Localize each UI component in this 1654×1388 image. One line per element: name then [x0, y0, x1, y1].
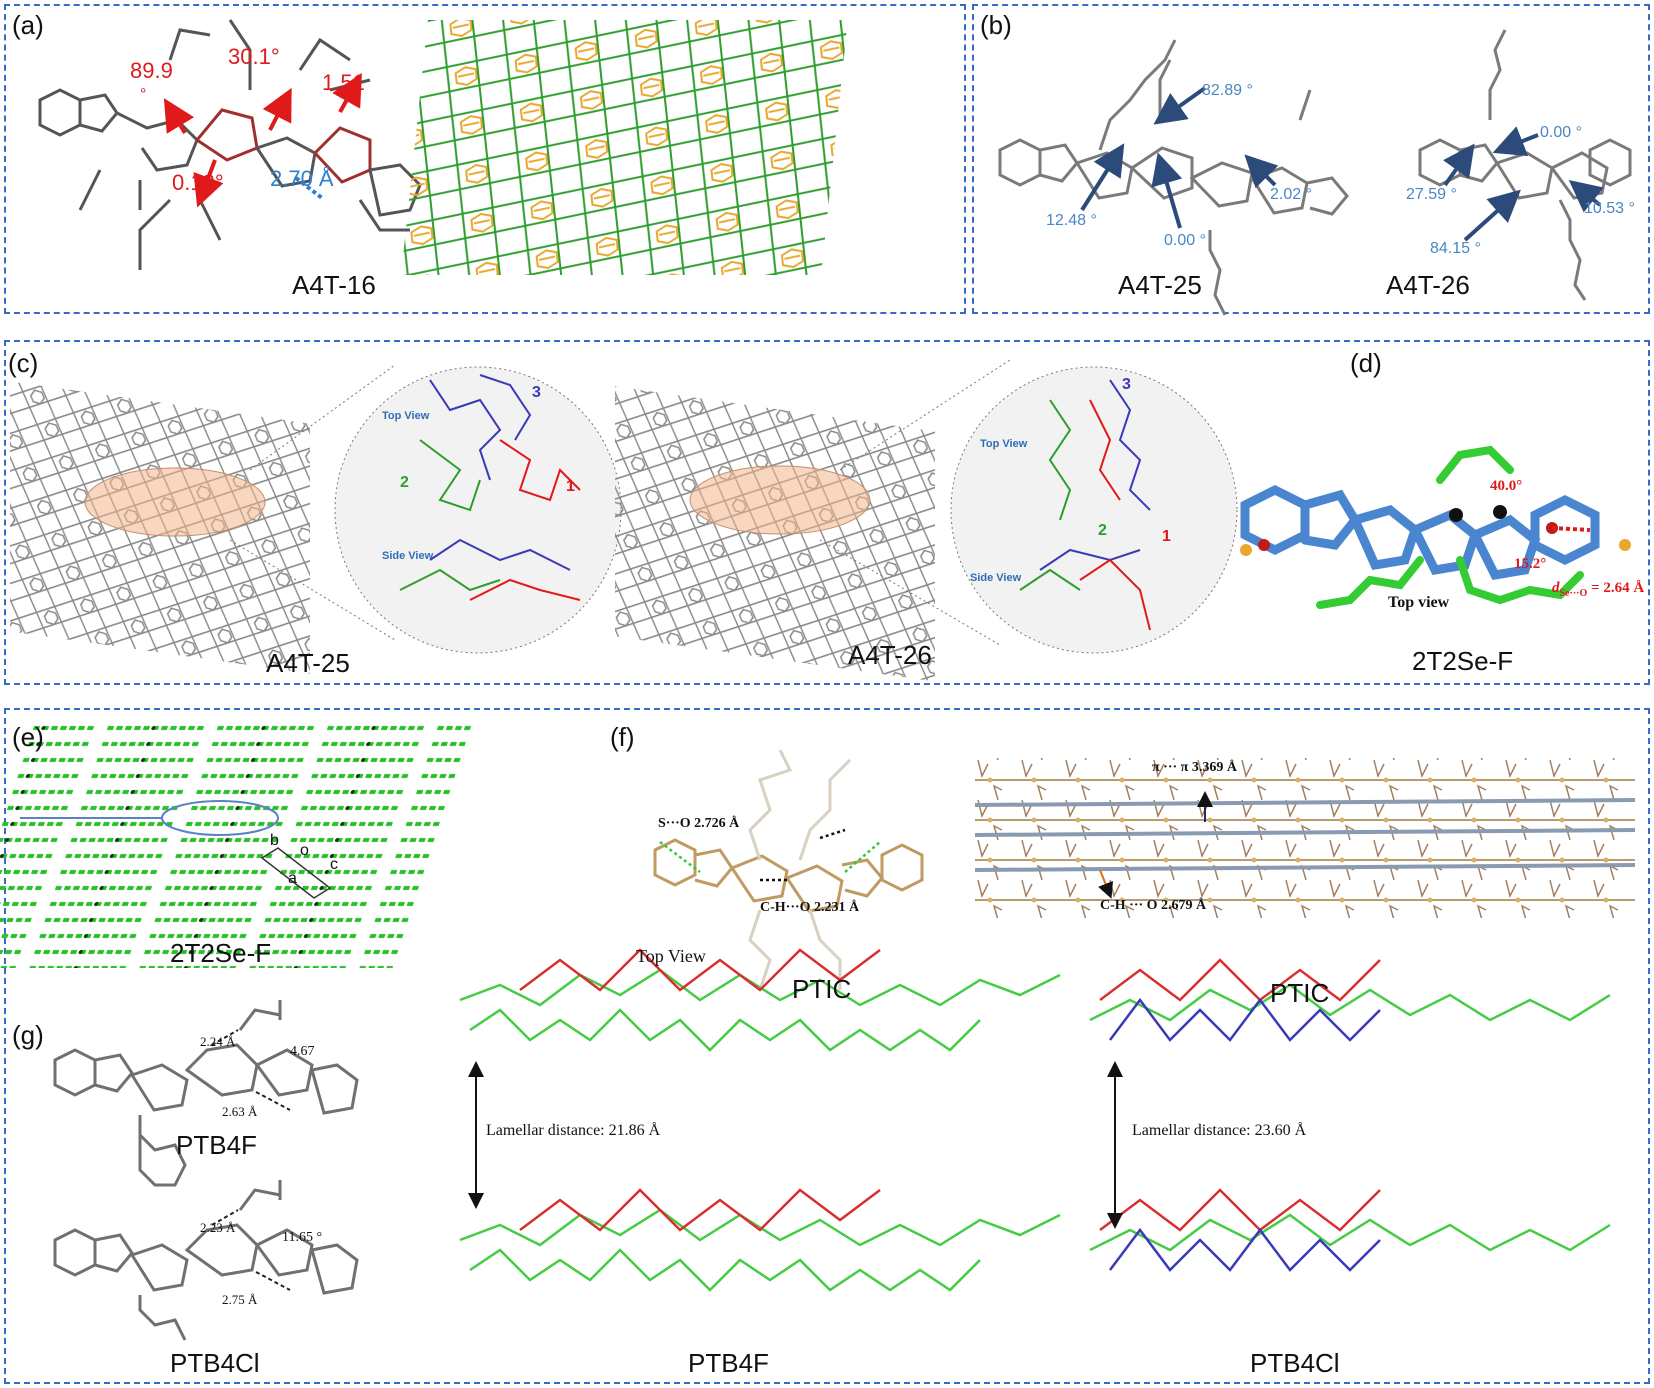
- panel-g-label: (g): [12, 1020, 44, 1050]
- a4t26-highlight: [689, 465, 871, 535]
- panel-cd: [4, 340, 1650, 685]
- ptb4cl-angle: 11.65 °: [282, 1230, 323, 1245]
- 2t2sef-top-view: Top view: [1388, 594, 1450, 611]
- s-o-distance: S···O 2.726 Å: [658, 816, 740, 831]
- panel-f-label: (f): [610, 722, 635, 752]
- a4t26-molecule: [1418, 29, 1632, 301]
- a4t25-zoom-circle: [334, 366, 622, 654]
- lamellar-distance-ptb4cl: Lamellar distance: 23.60 Å: [1132, 1122, 1307, 1139]
- axis-a: a: [288, 870, 297, 887]
- angle-15-2: 15.2°: [1514, 556, 1547, 572]
- panel-e-label: (e): [12, 722, 44, 752]
- a4t25-name-b: A4T-25: [1118, 270, 1202, 300]
- ptic-name-left: PTIC: [792, 974, 852, 1004]
- a4t26-name-c: A4T-26: [848, 640, 932, 670]
- ptic-top-view: Top View: [636, 946, 706, 966]
- ptb4f-name-mid: PTB4F: [688, 1348, 769, 1378]
- pi-pi-distance: π ··· π 3.369 Å: [1152, 760, 1237, 775]
- ptb4cl-name-left: PTB4Cl: [170, 1348, 260, 1378]
- distance-value: = 2.64 Å: [1591, 580, 1645, 596]
- ptb4cl-name-right: PTB4Cl: [1250, 1348, 1340, 1378]
- axis-o: o: [300, 842, 309, 859]
- a4t26-side-view: Side View: [970, 572, 1022, 584]
- a4t25-side-view: Side View: [382, 550, 434, 562]
- a4t26-name-b: A4T-26: [1386, 270, 1470, 300]
- a4t26-angle-0-00: 0.00 °: [1540, 124, 1582, 141]
- axis-c: c: [330, 856, 338, 873]
- ptb4cl-molecule: [53, 1180, 359, 1341]
- panel-a: [4, 4, 966, 314]
- ptb4cl-packing: [1089, 958, 1611, 1272]
- a4t25-mol-1: 1: [566, 478, 575, 495]
- ptb4f-dist-1: 2.24 Å: [200, 1034, 236, 1049]
- panel-efg: [4, 708, 1650, 1384]
- a4t26-top-view: Top View: [980, 438, 1028, 450]
- distance-symbol: d: [1552, 580, 1560, 596]
- ptb4cl-dist-1: 2.23 Å: [200, 1220, 236, 1235]
- a4t16-molecule: [38, 19, 422, 270]
- distance-subscript: Se···O: [1559, 588, 1588, 599]
- panel-b-label: (b): [980, 10, 1012, 40]
- a4t16-packing: [401, 20, 848, 275]
- ptb4f-angle: 4.67: [290, 1044, 315, 1059]
- 2t2sef-name-d: 2T2Se-F: [1412, 646, 1514, 676]
- angle-40-0: 40.0°: [1490, 478, 1523, 494]
- se-o-distance: dSe···O = 2.64 Å: [1552, 580, 1644, 599]
- a4t25-highlight: [84, 467, 266, 537]
- distance-2-70: 2.70 Å: [270, 166, 334, 191]
- ptb4f-dist-2: 2.63 Å: [222, 1104, 258, 1119]
- a4t26-mol-1: 1: [1162, 528, 1171, 545]
- a4t25-name-c: A4T-25: [266, 648, 350, 678]
- unit-cell: [260, 847, 332, 899]
- angle-arrows-b: [1080, 86, 1604, 242]
- angle-30-1: 30.1°: [228, 44, 280, 69]
- a4t16-name: A4T-16: [292, 270, 376, 300]
- ptic-molecule: [653, 838, 924, 913]
- 2t2sef-name-e: 2T2Se-F: [170, 938, 272, 968]
- lamellar-distance-ptb4f: Lamellar distance: 21.86 Å: [486, 1122, 661, 1139]
- panel-a-label: (a): [12, 10, 44, 40]
- a4t25-angle-12-48: 12.48 °: [1046, 212, 1097, 229]
- angle-1-51: 1.51: [322, 70, 365, 95]
- angle-0-13: 0.13°: [172, 170, 224, 195]
- panel-c-label: (c): [8, 348, 39, 378]
- ptb4cl-dist-2: 2.75 Å: [222, 1292, 258, 1307]
- a4t26-mol-2: 2: [1098, 522, 1107, 539]
- panel-b: [972, 4, 1650, 314]
- a4t25-mol-3: 3: [532, 384, 541, 401]
- a4t16-angle-arrows: [163, 73, 362, 208]
- a4t25-mol-2: 2: [400, 474, 409, 491]
- ptic-name-right: PTIC: [1270, 978, 1330, 1008]
- angle-89-9-degree: °: [140, 86, 147, 103]
- cho-distance-right: C-H ··· O 2.679 Å: [1100, 898, 1207, 913]
- ptb4f-name-left: PTB4F: [176, 1130, 257, 1160]
- a4t26-angle-84-15: 84.15 °: [1430, 240, 1481, 257]
- ptic-packing: [974, 758, 1636, 918]
- ptb4f-packing: [459, 948, 1061, 1292]
- a4t25-angle-82-89: 82.89 °: [1202, 82, 1253, 99]
- 2t2sef-packing: [0, 718, 477, 968]
- ptb4f-molecule: [53, 1000, 359, 1187]
- a4t26-mol-3: 3: [1122, 376, 1131, 393]
- angle-89-9: 89.9: [130, 58, 173, 83]
- panel-d-label: (d): [1350, 348, 1382, 378]
- cho-distance-left: C-H···O 2.231 Å: [760, 900, 860, 915]
- a4t26-angle-27-59: 27.59 °: [1406, 186, 1457, 203]
- a4t25-top-view: Top View: [382, 410, 430, 422]
- 2t2sef-ball-stick: [1240, 484, 1600, 580]
- a4t16-hbond-line: [294, 176, 324, 200]
- a4t25-angle-0-00: 0.00 °: [1164, 232, 1206, 249]
- axis-b: b: [270, 832, 279, 849]
- a4t26-angle-10-53: 10.53 °: [1584, 200, 1635, 217]
- a4t25-angle-2-02: 2.02 °: [1270, 186, 1312, 203]
- a4t26-zoom-circle: [950, 366, 1238, 654]
